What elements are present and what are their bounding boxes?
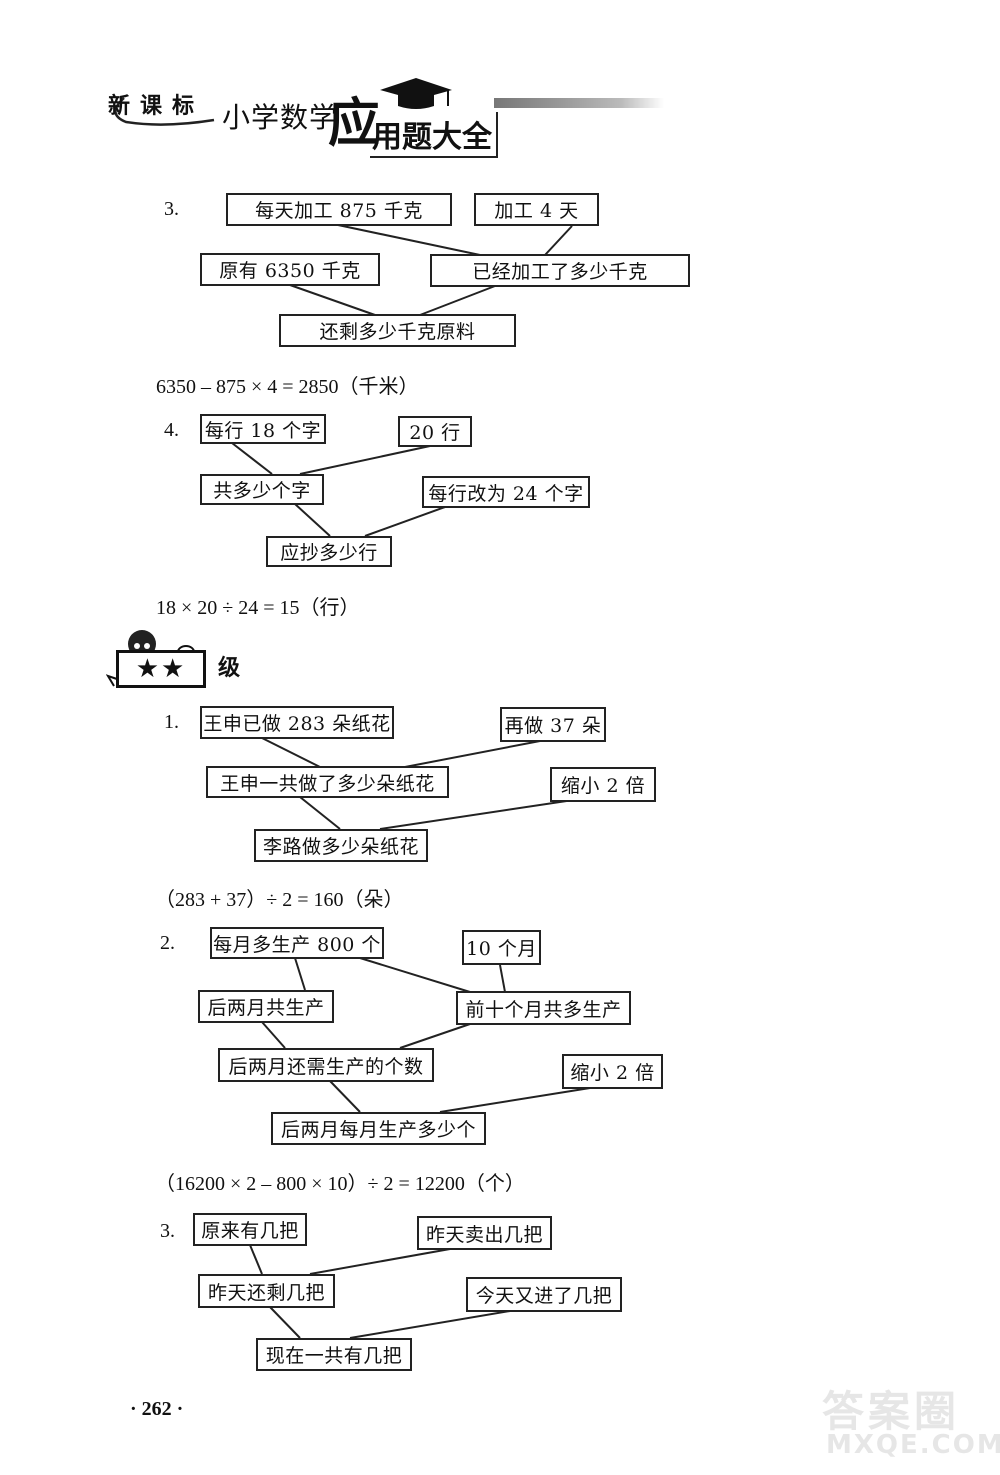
box-original-count: 原来有几把	[193, 1213, 307, 1246]
box-last-two-months-total: 后两月共生产	[198, 990, 334, 1023]
box-total-now: 现在一共有几把	[256, 1338, 412, 1371]
box-bought-today: 今天又进了几把	[466, 1277, 622, 1312]
watermark-url: MXQE.COM	[826, 1430, 1000, 1460]
equation: 18 × 20 ÷ 24 = 15（行）	[156, 591, 360, 620]
header-series: 新课标	[108, 88, 204, 120]
box-remaining-production: 后两月还需生产的个数	[218, 1048, 434, 1082]
box-more-flowers: 再做 37 朵	[500, 707, 606, 742]
box-monthly-production: 后两月每月生产多少个	[271, 1112, 486, 1145]
header-subtitle: 小学数学	[222, 96, 338, 136]
box-reduce-factor: 缩小 2 倍	[550, 767, 656, 802]
equation: （16200 × 2 – 800 × 10）÷ 2 = 12200（个）	[155, 1167, 525, 1196]
box-daily-amount: 每天加工 875 千克	[226, 193, 452, 226]
box-chars-per-line: 每行 18 个字	[200, 414, 326, 444]
problem-number: 4.	[164, 419, 179, 442]
problem-number: 2.	[160, 932, 175, 955]
box-monthly-extra: 每月多生产 800 个	[210, 927, 384, 959]
header-gradient-bar	[494, 98, 664, 108]
box-first-ten-months-extra: 前十个月共多生产	[456, 991, 631, 1025]
level-badge: ★★	[116, 650, 206, 688]
box-processed-amount: 已经加工了多少千克	[430, 254, 690, 287]
box-total-chars: 共多少个字	[200, 474, 324, 505]
box-made-flowers: 王申已做 283 朵纸花	[200, 706, 394, 739]
problem-number: 3.	[164, 198, 179, 221]
graduation-cap-icon	[376, 76, 456, 110]
box-left-yesterday: 昨天还剩几把	[198, 1274, 335, 1308]
equation: 6350 – 875 × 4 = 2850（千米）	[156, 370, 419, 399]
page-number: · 262 ·	[130, 1398, 183, 1421]
header-title: 用题大全	[370, 112, 498, 158]
level-stars: ★★	[136, 654, 187, 684]
box-total-flowers: 王申一共做了多少朵纸花	[206, 766, 449, 798]
box-remaining-amount: 还剩多少千克原料	[279, 314, 516, 347]
box-lines: 20 行	[398, 416, 472, 447]
box-sold-yesterday: 昨天卖出几把	[417, 1216, 552, 1250]
box-lilu-flowers: 李路做多少朵纸花	[254, 829, 428, 862]
equation: （283 + 37）÷ 2 = 160（朵）	[155, 883, 404, 912]
box-days: 加工 4 天	[474, 193, 599, 226]
box-new-chars-per-line: 每行改为 24 个字	[422, 476, 590, 508]
level-label: 级	[218, 650, 240, 682]
box-reduce-factor: 缩小 2 倍	[562, 1054, 663, 1089]
problem-number: 1.	[164, 711, 179, 734]
box-original-amount: 原有 6350 千克	[200, 253, 380, 286]
box-lines-needed: 应抄多少行	[266, 536, 392, 567]
problem-number: 3.	[160, 1220, 175, 1243]
box-ten-months: 10 个月	[462, 930, 541, 965]
